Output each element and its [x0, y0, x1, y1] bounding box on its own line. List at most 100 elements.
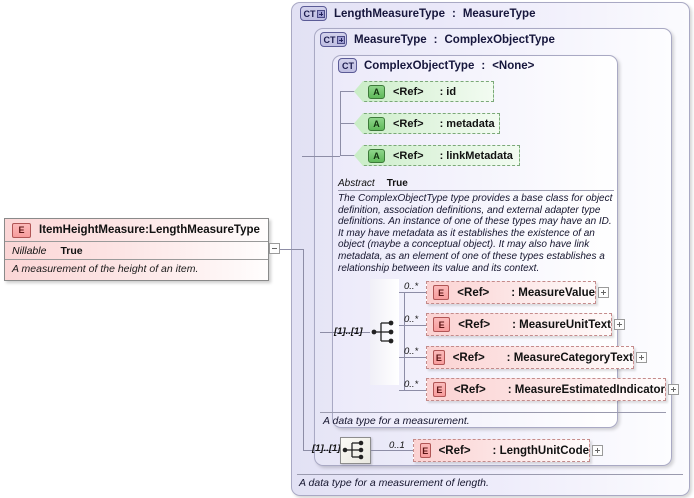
attribute-name: : metadata — [439, 117, 495, 130]
length-measure-type-documentation: A data type for a measurement of length. — [299, 477, 489, 489]
root-element-facet: Nillable True — [5, 242, 268, 260]
element-row-measure-category-text[interactable]: E <Ref> : MeasureCategoryText — [426, 346, 634, 369]
panel-name: ComplexObjectType — [364, 59, 475, 72]
attribute-ref-label: <Ref> — [393, 85, 424, 98]
root-element-separator: : — [145, 224, 149, 236]
expand-toggle-measure-estimated-indicator[interactable] — [668, 384, 679, 395]
attribute-tree-branch — [340, 155, 355, 156]
attribute-badge-label: A — [373, 86, 380, 97]
element-row-measure-value[interactable]: E <Ref> : MeasureValue — [426, 281, 596, 304]
attribute-icon: A — [368, 84, 385, 99]
expand-toggle-measure-category-text[interactable] — [636, 352, 647, 363]
cardinality-length-unit-code: 0..1 — [389, 440, 405, 451]
complex-type-icon: CT — [338, 58, 357, 73]
attribute-ref-label: <Ref> — [393, 149, 424, 162]
element-name: : MeasureCategoryText — [506, 351, 633, 364]
element-row-measure-estimated-indicator[interactable]: E <Ref> : MeasureEstimatedIndicator — [426, 378, 666, 401]
root-element-name: ItemHeightMeasure — [39, 224, 146, 236]
facet-label: Nillable — [12, 244, 47, 257]
connector-length-group-stem — [303, 450, 340, 451]
element-badge-label: E — [422, 445, 429, 456]
panel-separator: : — [433, 33, 438, 46]
element-icon: E — [12, 222, 31, 238]
element-name: : MeasureValue — [511, 286, 595, 299]
root-element-documentation: A measurement of the height of an item. — [12, 263, 199, 275]
connector-measure-branch — [399, 390, 426, 391]
element-ref-label: <Ref> — [438, 444, 471, 457]
element-name: : MeasureEstimatedIndicator — [507, 383, 665, 396]
connector-length-branch — [371, 450, 413, 451]
expand-toggle-measure-unit-text[interactable] — [614, 319, 625, 330]
measure-group-cardinality: [1]..[1] — [334, 326, 363, 337]
element-icon: E — [420, 443, 431, 458]
attribute-icon: A — [368, 148, 385, 163]
abstract-row: Abstract True — [338, 178, 614, 191]
sequence-compositor-length[interactable] — [340, 437, 371, 464]
connector-measure-group-stem — [320, 332, 370, 333]
cardinality-measure-category-text: 0..* — [404, 346, 419, 357]
element-icon: E — [433, 350, 445, 365]
element-row-measure-unit-text[interactable]: E <Ref> : MeasureUnitText — [426, 313, 612, 336]
root-element-type: LengthMeasureType — [148, 224, 260, 236]
panel-name: LengthMeasureType — [334, 7, 445, 20]
attribute-tree-branch — [340, 91, 355, 92]
abstract-label: Abstract — [338, 178, 375, 189]
element-icon: E — [433, 285, 450, 300]
element-row-length-unit-code[interactable]: E <Ref> : LengthUnitCode — [413, 439, 590, 462]
root-element-box[interactable]: E ItemHeightMeasure : LengthMeasureType … — [4, 218, 269, 281]
element-badge-label: E — [438, 319, 445, 330]
complex-type-expand-icon[interactable]: CT — [300, 6, 327, 21]
panel-base: MeasureType — [462, 7, 536, 20]
attribute-icon: A — [368, 116, 385, 131]
attribute-ref-label: <Ref> — [393, 117, 424, 130]
attribute-row-id[interactable]: A <Ref> : id — [354, 81, 494, 102]
attribute-name: : id — [439, 85, 457, 98]
element-ref-label: <Ref> — [453, 383, 486, 396]
element-ref-label: <Ref> — [452, 351, 485, 364]
attribute-badge-label: A — [373, 150, 380, 161]
panel-title-measure-type: CT MeasureType : ComplexObjectType — [320, 32, 555, 47]
panel-title-complex-object-type: CT ComplexObjectType : <None> — [338, 58, 534, 73]
connector-type-riser — [303, 249, 304, 450]
attribute-row-metadata[interactable]: A <Ref> : metadata — [354, 113, 500, 134]
length-group-cardinality: [1]..[1] — [312, 443, 341, 454]
complex-type-expand-icon[interactable]: CT — [320, 32, 347, 47]
element-badge-label: E — [436, 384, 443, 395]
element-icon: E — [433, 382, 446, 397]
abstract-documentation: The ComplexObjectType type provides a ba… — [338, 193, 613, 274]
element-name: : LengthUnitCode — [492, 444, 589, 457]
cardinality-measure-estimated-indicator: 0..* — [404, 379, 419, 390]
panel-title-length-measure-type: CT LengthMeasureType : MeasureType — [300, 6, 535, 21]
divider-length-doc — [297, 474, 683, 475]
expand-toggle-measure-value[interactable] — [598, 287, 609, 298]
attribute-badge-label: A — [373, 118, 380, 129]
element-badge-label: E — [438, 287, 445, 298]
element-badge-label: E — [435, 352, 442, 363]
element-ref-label: <Ref> — [457, 286, 490, 299]
collapse-toggle[interactable] — [269, 243, 280, 254]
abstract-value: True — [386, 178, 408, 189]
panel-base: ComplexObjectType — [444, 33, 555, 46]
cardinality-measure-unit-text: 0..* — [404, 314, 419, 325]
connector-measure-branch-trunk — [404, 292, 405, 390]
plus-icon — [336, 35, 345, 44]
ct-badge-label: CT — [303, 8, 316, 19]
sequence-compositor-measure[interactable] — [370, 279, 399, 385]
attribute-row-link-metadata[interactable]: A <Ref> : linkMetadata — [354, 145, 520, 166]
facet-value: True — [60, 244, 83, 257]
measure-type-documentation: A data type for a measurement. — [323, 415, 470, 427]
plus-icon — [316, 9, 325, 18]
connector-element-to-type — [280, 249, 304, 250]
ct-badge-label: CT — [323, 34, 336, 45]
sequence-icon — [371, 320, 394, 344]
sequence-icon — [342, 440, 364, 460]
panel-base: <None> — [492, 59, 535, 72]
connector-measure-branch — [399, 325, 426, 326]
panel-name: MeasureType — [354, 33, 427, 46]
cardinality-measure-value: 0..* — [404, 281, 419, 292]
attribute-tree-stem — [302, 156, 340, 157]
attribute-name: : linkMetadata — [439, 149, 513, 162]
attribute-tree-branch — [340, 123, 355, 124]
element-ref-label: <Ref> — [458, 318, 491, 331]
expand-toggle-length-unit-code[interactable] — [592, 445, 603, 456]
